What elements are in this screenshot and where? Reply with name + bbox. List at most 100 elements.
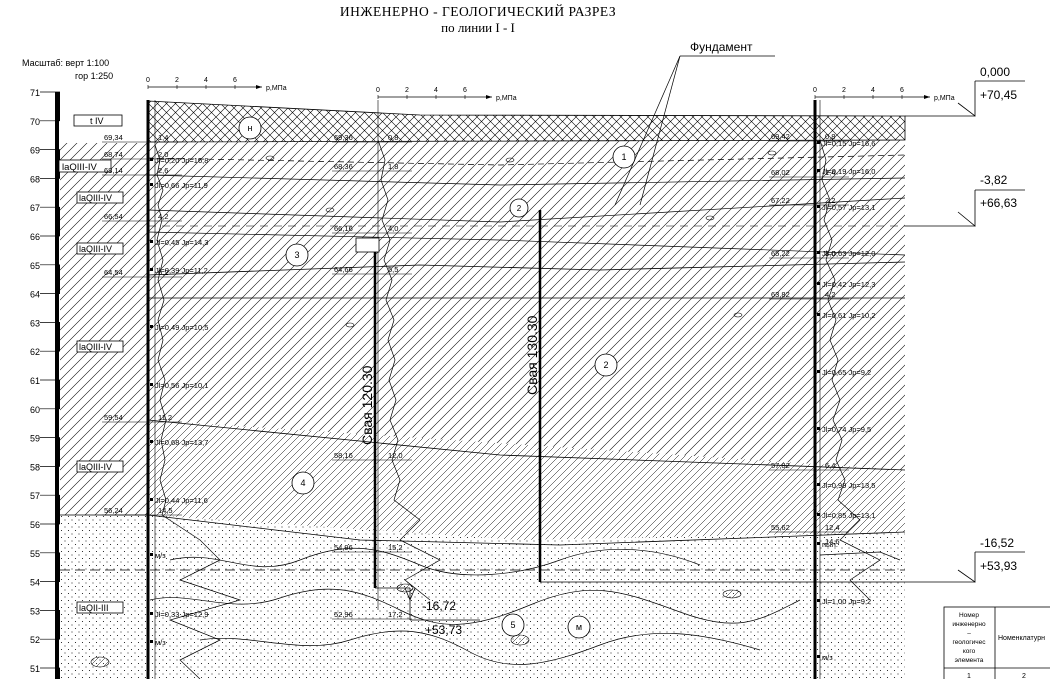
absolute-mark: 68,74 [104,150,123,159]
level-2-absolute: +53,93 [980,559,1017,573]
elevation-label: 57 [30,491,40,501]
soil-property: Jl=0,44 Jp=11,6 [155,496,208,505]
depth-mark: 14,5 [158,506,173,515]
elevation-label: 66 [30,232,40,242]
legend-table: Номер инженерно – геологичес кого элемен… [943,606,1050,679]
pressure-tick: 4 [204,77,208,84]
absolute-mark: 69,42 [771,132,790,141]
level-0-relative: 0,000 [980,65,1010,79]
soil-property: Jl=0,42 Jp=12,3 [822,280,875,289]
section-title: ИНЖЕНЕРНО - ГЕОЛОГИЧЕСКИЙ РАЗРЕЗ [340,4,616,19]
depth-mark: 2,0 [158,150,168,159]
absolute-mark: 68,14 [104,166,123,175]
absolute-mark: 69,34 [104,133,123,142]
level-2-relative: -16,52 [980,536,1014,550]
depth-mark: 12,4 [825,523,840,532]
elevation-label: 51 [30,664,40,674]
soil-property: м/з [822,653,833,662]
depth-mark: 1,4 [158,133,168,142]
pressure-tick: 2 [175,77,179,84]
absolute-mark: 66,54 [104,212,123,221]
soil-property: Jl=0,66 Jp=11,9 [155,181,208,190]
pile-1-label: Свая 120.30 [359,365,375,445]
depth-mark: 0,8 [825,132,835,141]
depth-mark: 14,6 [825,537,840,546]
elevation-scale: 7170696867666564636261605958575655545352… [30,88,60,679]
layer-tag-1: laQIII-IV [62,162,98,173]
depth-mark: 3,0 [825,249,835,258]
elevation-label: 64 [30,290,40,300]
absolute-mark: 54,96 [334,543,353,552]
elevation-label: 69 [30,146,40,156]
elevation-label: 70 [30,117,40,127]
elevation-label: 71 [30,88,40,98]
pressure-tick: 6 [233,77,237,84]
elevation-label: 61 [30,376,40,386]
elevation-label: 62 [30,347,40,357]
pressure-tick: 4 [871,87,875,94]
legend-col1-l2: инженерно [952,621,986,628]
layer-tag-3: laQIII-IV [79,244,112,254]
level-1-relative: -3,82 [980,173,1008,187]
ige-number: 2 [603,360,608,370]
soil-property: м/з [155,638,166,647]
layer-2 [148,262,905,470]
depth-mark: 2,6 [158,166,168,175]
elevation-label: 56 [30,520,40,530]
foundation-label: Фундамент [690,40,753,54]
depth-mark: 4,2 [158,212,168,221]
soil-property: Jl=0,20 Jp=16,8 [155,156,208,165]
legend-col1-l6: элемента [955,657,984,664]
soil-property: Jl=0,85 Jp=13,1 [822,511,875,520]
elevation-label: 59 [30,434,40,444]
elevation-label: 63 [30,318,40,328]
soil-property: Jl=0,61 Jp=10,2 [822,311,875,320]
elevation-label: 53 [30,606,40,616]
depth-mark: 1,8 [388,162,398,171]
pile-tip-relative: -16,72 [422,599,456,613]
ige-number: 1 [621,152,626,162]
borehole-annotations: 69,3468,7468,1466,5464,5459,5456,241,42,… [102,132,875,662]
absolute-mark: 67,22 [771,196,790,205]
soil-property: Jl=0,19 Jp=16,0 [822,167,875,176]
soil-property: м/з [155,551,166,560]
depth-mark: 0,8 [388,133,398,142]
soil-property: Jl=0,33 Jp=12,9 [155,610,208,619]
sounding-curve-1 [154,144,242,679]
level-0-absolute: +70,45 [980,88,1017,102]
soil-property: Jl=0,65 Jp=9,2 [822,368,871,377]
soil-property: Jl=0,45 Jp=14,3 [155,238,208,247]
layer-tag-6: laQII-III [79,603,109,613]
layer-4 [148,420,905,540]
depth-mark: 11,2 [158,413,172,422]
section-subtitle: по линии I - I [441,20,515,35]
soil-property: Jl=0,74 Jp=9,5 [822,425,871,434]
ige-number: н [248,123,253,133]
legend-col2-header: Номенклатурн [998,635,1045,642]
pressure-unit: p,МПа [496,95,517,102]
legend-col-number: 2 [1022,673,1026,679]
absolute-mark: 52,96 [334,610,353,619]
absolute-mark: 58,16 [334,451,353,460]
legend-col1-l3: – [967,630,971,637]
pressure-tick: 0 [376,87,380,94]
absolute-mark: 69,36 [334,133,353,142]
elevation-label: 65 [30,261,40,271]
absolute-mark: 68,02 [771,168,790,177]
depth-mark: 4,2 [825,290,835,299]
absolute-mark: 63,82 [771,290,790,299]
absolute-mark: 66,16 [334,224,353,233]
soil-property: Jl=0,49 Jp=10,5 [155,323,208,332]
layer-tags: t IV laQIII-IV laQIII-IV laQIII-IV laQII… [58,114,124,614]
ige-number: 3 [294,250,299,260]
ige-number: 4 [300,478,305,488]
soil-property: Jl=0,99 Jp=13,5 [822,481,875,490]
legend-col-number: 1 [967,673,971,679]
level-mark-0: 0,000 +70,45 [905,65,1025,117]
layer-tag-2: laQIII-IV [79,193,112,203]
depth-mark: 15,2 [388,543,403,552]
absolute-mark: 64,66 [334,265,353,274]
soil-property: Jl=0,68 Jp=13,7 [155,438,208,447]
depth-mark: 4,0 [388,224,398,233]
level-mark-1: -3,82 +66,63 [905,173,1025,227]
